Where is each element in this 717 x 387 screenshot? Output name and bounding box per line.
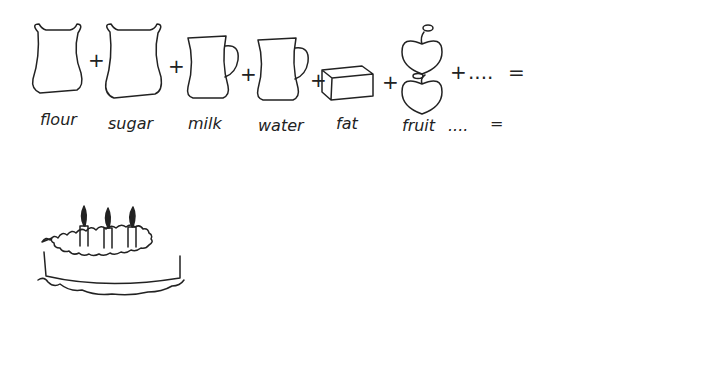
candle-flame (82, 206, 87, 226)
cake-side (44, 252, 180, 284)
ingredient-label: milk (188, 116, 222, 132)
equals-sign: = (490, 116, 503, 132)
fat-block (322, 66, 373, 100)
ellipsis: .... (468, 62, 493, 82)
ingredient-label: water (258, 118, 304, 134)
ingredient-label: fruit (402, 118, 435, 134)
ingredient-label: sugar (108, 116, 153, 132)
candle-flame (130, 207, 135, 227)
plus-sign: + (88, 50, 105, 70)
water-jug-handle (295, 48, 308, 79)
plus-sign: + (310, 70, 327, 90)
flour-sack (33, 24, 82, 93)
candle (80, 226, 88, 246)
ingredient-label: fat (336, 116, 358, 132)
water-jug (258, 38, 299, 100)
plus-sign: + (382, 72, 399, 92)
milk-jug (188, 36, 229, 98)
apple-leaf (413, 74, 423, 79)
equals-sign: = (508, 62, 525, 82)
apple-leaf (423, 25, 433, 31)
plus-sign: + (240, 64, 257, 84)
candle-flame (106, 208, 111, 228)
cake-top (42, 225, 152, 256)
cake-base (38, 278, 184, 294)
milk-jug-handle (225, 46, 238, 77)
plus-sign: + (450, 62, 467, 82)
candle (128, 227, 136, 247)
ellipsis: .... (448, 118, 468, 134)
apple-bottom (402, 75, 442, 114)
plus-sign: + (168, 56, 185, 76)
ingredient-label: flour (40, 112, 77, 128)
sugar-sack (106, 24, 162, 98)
candle (104, 228, 112, 248)
apple-top (402, 32, 442, 74)
